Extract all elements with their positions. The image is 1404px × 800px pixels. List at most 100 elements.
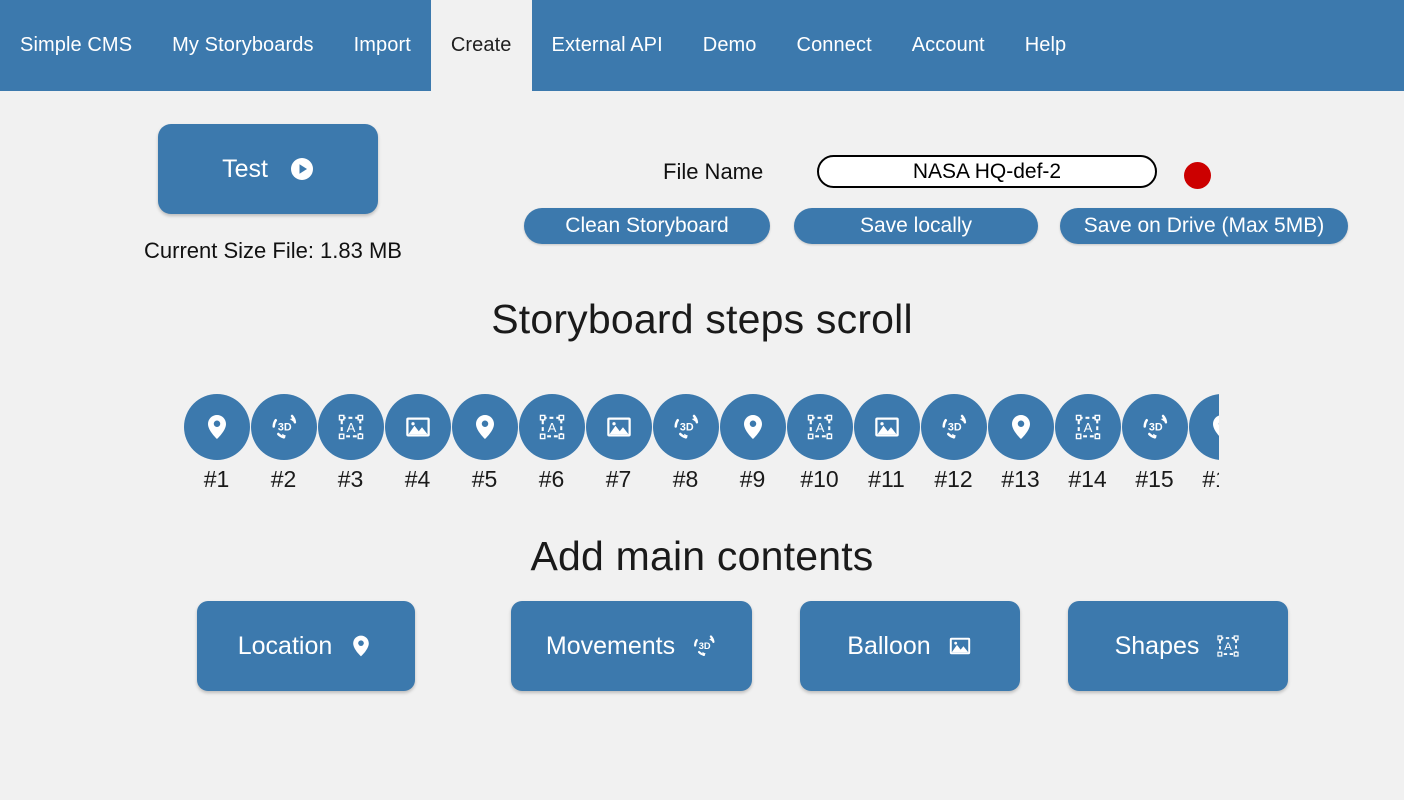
- play-circle-icon: [290, 157, 314, 181]
- storyboard-step[interactable]: #1: [183, 394, 250, 493]
- svg-text:3D: 3D: [947, 421, 961, 433]
- storyboard-step[interactable]: A #14: [1054, 394, 1121, 493]
- storyboard-step[interactable]: 3D#8: [652, 394, 719, 493]
- test-button[interactable]: Test: [158, 124, 378, 214]
- add-location-button[interactable]: Location: [197, 601, 415, 691]
- step-label: #5: [471, 466, 498, 492]
- step-circle-8[interactable]: 3D: [652, 394, 719, 460]
- step-label: #2: [270, 466, 297, 492]
- svg-text:3D: 3D: [1148, 421, 1162, 433]
- storyboard-step[interactable]: #9: [719, 394, 786, 493]
- image-icon: [604, 412, 634, 442]
- image-icon: [947, 633, 973, 659]
- nav-demo[interactable]: Demo: [702, 34, 757, 56]
- storyboard-step[interactable]: #7: [585, 394, 652, 493]
- storyboard-step[interactable]: #4: [384, 394, 451, 493]
- step-circle-11[interactable]: [853, 394, 920, 460]
- image-icon: [403, 412, 433, 442]
- step-circle-2[interactable]: 3D: [250, 394, 317, 460]
- step-label: #15: [1135, 466, 1174, 492]
- add-location-label: Location: [237, 631, 333, 660]
- add-balloon-button[interactable]: Balloon: [800, 601, 1020, 691]
- rotate-3d-icon: 3D: [1140, 412, 1170, 442]
- step-label: #10: [800, 466, 839, 492]
- location-pin-icon: [202, 412, 232, 442]
- file-name-label: File Name: [663, 159, 764, 184]
- location-pin-icon: [1207, 412, 1219, 442]
- storyboard-step[interactable]: 3D #2: [250, 394, 317, 493]
- add-shapes-label: Shapes: [1114, 631, 1200, 660]
- step-circle-14[interactable]: A: [1054, 394, 1121, 460]
- add-main-contents-title: Add main contents: [530, 533, 874, 579]
- add-shapes-button[interactable]: Shapes A: [1068, 601, 1288, 691]
- rotate-3d-icon: 3D: [939, 412, 969, 442]
- step-circle-5[interactable]: [451, 394, 518, 460]
- step-circle-7[interactable]: [585, 394, 652, 460]
- storyboard-step[interactable]: 3D #15: [1121, 394, 1188, 493]
- step-circle-13[interactable]: [987, 394, 1054, 460]
- step-circle-3[interactable]: A: [317, 394, 384, 460]
- storyboard-step[interactable]: A #3: [317, 394, 384, 493]
- rotate-3d-icon: 3D: [691, 633, 717, 659]
- rotate-3d-icon: 3D: [269, 412, 299, 442]
- svg-text:3D: 3D: [699, 641, 711, 651]
- nav-connect[interactable]: Connect: [796, 34, 872, 56]
- step-label: #11: [868, 466, 905, 492]
- storyboard-step[interactable]: #5: [451, 394, 518, 493]
- add-balloon-label: Balloon: [847, 631, 931, 660]
- step-label: #13: [1001, 466, 1040, 492]
- shapes-text-icon: A: [537, 412, 567, 442]
- clean-storyboard-button[interactable]: Clean Storyboard: [524, 208, 770, 244]
- shapes-text-icon: A: [805, 412, 835, 442]
- save-locally-button[interactable]: Save locally: [794, 208, 1038, 244]
- storyboard-step[interactable]: A #6: [518, 394, 585, 493]
- nav-my-storyboards[interactable]: My Storyboards: [172, 34, 314, 56]
- step-label: #12: [934, 466, 973, 492]
- step-circle-10[interactable]: A: [786, 394, 853, 460]
- file-name-input[interactable]: [817, 155, 1157, 188]
- storyboard-step[interactable]: #13: [987, 394, 1054, 493]
- svg-text:A: A: [346, 420, 355, 435]
- storyboard-step[interactable]: A #10: [786, 394, 853, 493]
- step-circle-12[interactable]: 3D: [920, 394, 987, 460]
- shapes-text-icon: A: [336, 412, 366, 442]
- nav-simple-cms[interactable]: Simple CMS: [20, 34, 133, 56]
- shapes-text-icon: A: [1073, 412, 1103, 442]
- step-label: #6: [538, 466, 565, 492]
- rotate-3d-icon: 3D: [671, 412, 701, 442]
- storyboard-step[interactable]: #16: [1188, 394, 1219, 493]
- save-on-drive-button[interactable]: Save on Drive (Max 5MB): [1060, 208, 1348, 244]
- storyboard-steps-title: Storyboard steps scroll: [491, 296, 913, 342]
- storyboard-step[interactable]: 3D #12: [920, 394, 987, 493]
- current-size-file-text: Current Size File: 1.83 MB: [144, 238, 402, 263]
- shapes-text-icon: A: [1215, 633, 1241, 659]
- add-movements-button[interactable]: Movements 3D: [511, 601, 752, 691]
- nav-help[interactable]: Help: [1024, 34, 1067, 56]
- svg-text:A: A: [815, 420, 824, 435]
- nav-external-api[interactable]: External API: [551, 34, 663, 56]
- step-circle-16[interactable]: [1188, 394, 1219, 460]
- step-label: #9: [739, 466, 766, 492]
- step-circle-1[interactable]: [183, 394, 250, 460]
- step-circle-9[interactable]: [719, 394, 786, 460]
- step-circle-6[interactable]: A: [518, 394, 585, 460]
- nav-account[interactable]: Account: [911, 34, 985, 56]
- nav-create[interactable]: Create: [430, 0, 532, 91]
- step-label: #1: [203, 466, 230, 492]
- step-label: #16: [1202, 466, 1219, 492]
- storyboard-step[interactable]: #11: [853, 394, 920, 493]
- step-circle-15[interactable]: 3D: [1121, 394, 1188, 460]
- top-navigation-bar: Simple CMS My Storyboards Import Create Exte…: [0, 0, 1404, 91]
- step-label: #14: [1068, 466, 1107, 492]
- location-pin-icon: [348, 633, 374, 659]
- step-label: #4: [404, 466, 431, 492]
- image-icon: [872, 412, 902, 442]
- svg-text:3D: 3D: [277, 421, 291, 433]
- svg-text:A: A: [547, 420, 556, 435]
- nav-import[interactable]: Import: [353, 34, 411, 56]
- record-dot-indicator[interactable]: [1184, 162, 1211, 189]
- step-label: #3: [337, 466, 364, 492]
- svg-text:3D: 3D: [679, 421, 693, 433]
- step-circle-4[interactable]: [384, 394, 451, 460]
